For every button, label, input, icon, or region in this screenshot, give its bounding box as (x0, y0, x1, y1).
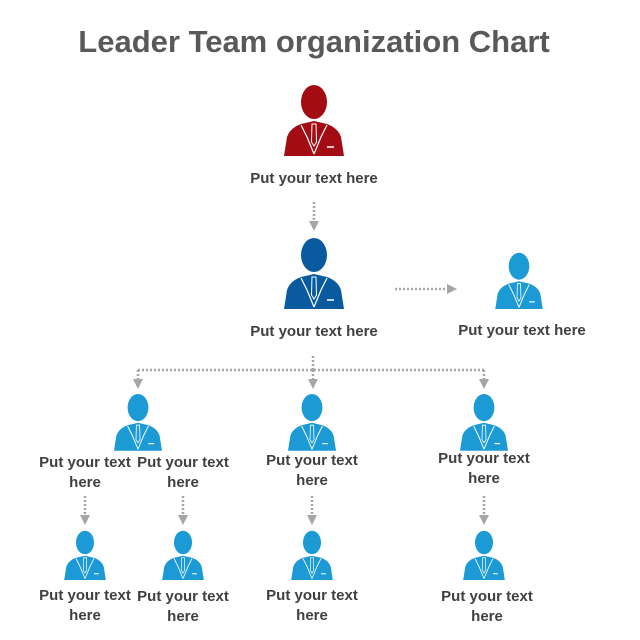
manager-label: Put your text here (250, 323, 378, 340)
team-c-label: Put your text here (266, 452, 358, 489)
sub-d-person-icon (463, 530, 505, 580)
sub-b-person-icon (162, 530, 204, 580)
assistant-person-icon (495, 252, 543, 309)
sub-d-label: Put your text here (441, 588, 533, 625)
team-left-person-icon (114, 393, 162, 451)
leader-person-icon (284, 84, 344, 156)
team-b-label: Put your text here (137, 454, 229, 491)
chart-title: Leader Team organization Chart (78, 24, 550, 59)
team-a-label: Put your text here (39, 454, 131, 491)
leader-label: Put your text here (250, 170, 378, 187)
team-center-person-icon (288, 393, 336, 451)
sub-c-person-icon (291, 530, 333, 580)
team-right-person-icon (460, 393, 508, 451)
manager-person-icon (284, 237, 344, 309)
sub-b-label: Put your text here (137, 588, 229, 625)
sub-a-label: Put your text here (39, 587, 131, 624)
sub-c-label: Put your text here (266, 587, 358, 624)
assistant-label: Put your text here (458, 322, 586, 339)
sub-a-person-icon (64, 530, 106, 580)
team-d-label: Put your text here (438, 450, 530, 487)
